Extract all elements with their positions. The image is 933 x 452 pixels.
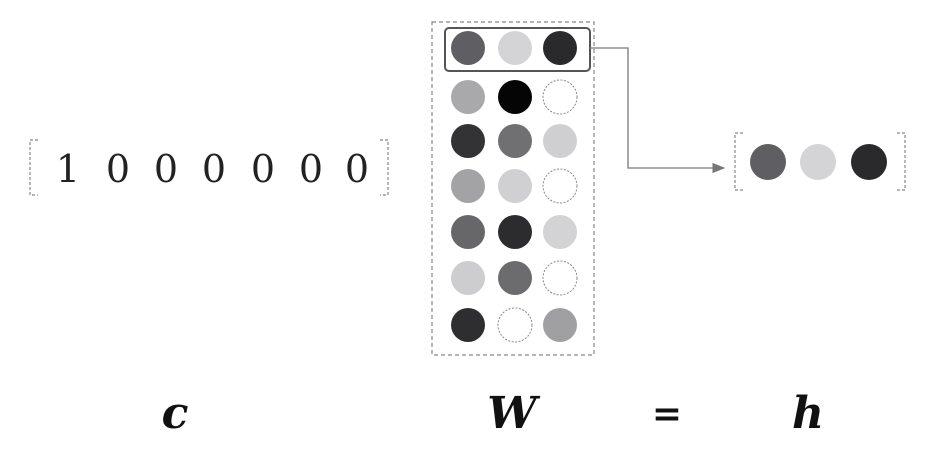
label-equals: = xyxy=(652,393,682,435)
arrow-row-to-h xyxy=(590,47,726,174)
matrix-cell-r3-c2 xyxy=(542,168,578,204)
matrix-cell-r4-c1 xyxy=(498,215,532,249)
matrix-cell-r1-c2 xyxy=(542,79,578,115)
matrix-cell-r1-c0 xyxy=(451,80,485,114)
vector-h xyxy=(734,132,906,191)
vector-c-value: 0 xyxy=(251,147,275,191)
matrix-cell-r0-c1 xyxy=(498,31,532,65)
vector-c-value: 0 xyxy=(202,147,226,191)
matrix-cell-r3-c1 xyxy=(498,169,532,203)
matrix-cell-r4-c2 xyxy=(543,215,577,249)
vector-c-value: 1 xyxy=(56,147,80,191)
vector-c-value: 0 xyxy=(299,147,323,191)
matrix-cell-r1-c1 xyxy=(498,80,532,114)
matrix-cell-r5-c2 xyxy=(542,260,578,296)
right-bracket xyxy=(380,139,389,196)
matrix-cell-r2-c1 xyxy=(498,124,532,158)
vector-h-cell-1 xyxy=(800,144,836,180)
label-w: W xyxy=(487,388,541,439)
label-c: c xyxy=(162,388,189,439)
left-bracket xyxy=(29,139,38,196)
matrix-cell-r0-c0 xyxy=(451,31,485,65)
vector-c-value: 0 xyxy=(106,147,130,191)
matrix-cell-r4-c0 xyxy=(451,215,485,249)
highlighted-row-box xyxy=(444,27,591,72)
vector-c-value: 0 xyxy=(345,147,369,191)
matrix-cell-r2-c0 xyxy=(451,124,485,158)
label-h: h xyxy=(792,388,824,439)
matrix-cell-r6-c0 xyxy=(451,308,485,342)
matrix-cell-r5-c1 xyxy=(498,261,532,295)
matrix-w xyxy=(431,21,595,356)
right-bracket xyxy=(897,132,906,191)
matrix-border xyxy=(431,21,595,356)
vector-h-cell-2 xyxy=(851,144,887,180)
matrix-cell-r3-c0 xyxy=(451,169,485,203)
matrix-cell-r0-c2 xyxy=(543,31,577,65)
matrix-cell-r6-c2 xyxy=(543,308,577,342)
matrix-cell-r6-c1 xyxy=(497,307,533,343)
left-bracket xyxy=(734,132,743,191)
matrix-cell-r2-c2 xyxy=(543,124,577,158)
vector-c-value: 0 xyxy=(154,147,178,191)
vector-h-cell-0 xyxy=(750,144,786,180)
matrix-cell-r5-c0 xyxy=(451,261,485,295)
